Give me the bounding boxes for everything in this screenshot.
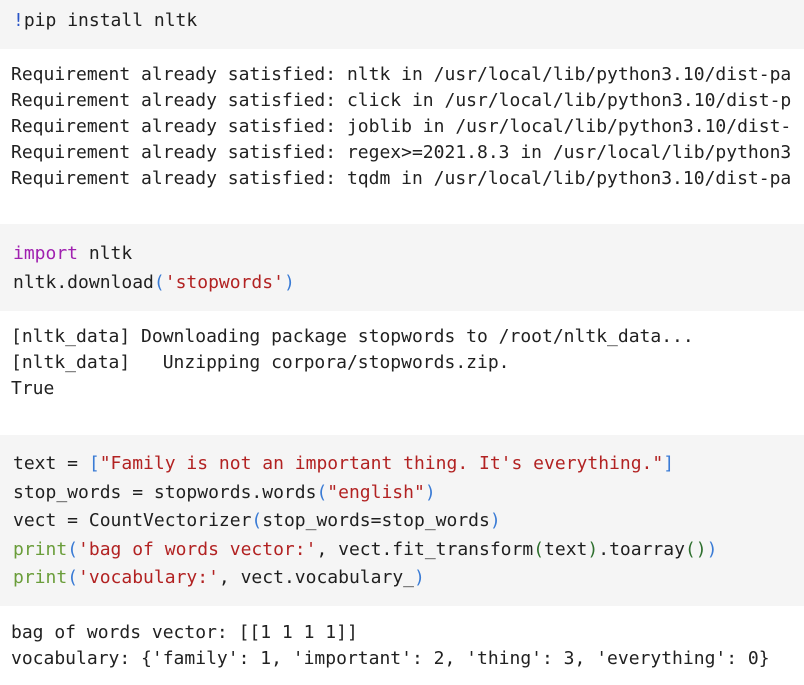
paren: ( xyxy=(153,271,165,293)
string-literal: 'stopwords' xyxy=(164,271,284,293)
code-line: import nltk xyxy=(13,240,804,269)
keyword: import xyxy=(13,243,79,264)
string-literal: "english" xyxy=(327,481,425,503)
output-line: [nltk_data] Unzipping corpora/stopwords.… xyxy=(11,352,510,373)
string-literal: 'vocabulary:' xyxy=(78,567,219,589)
code-cell-2-input[interactable]: import nltk nltk.download('stopwords') xyxy=(0,224,804,311)
paren: ) xyxy=(424,481,436,503)
output-line: True xyxy=(11,378,55,399)
code-cell-3-output: bag of words vector: [[1 1 1 1]] vocabul… xyxy=(0,606,804,685)
string-literal: "Family is not an important thing. It's … xyxy=(99,453,664,474)
code-line: !pip install nltk xyxy=(13,7,804,36)
paren: ( xyxy=(67,567,79,589)
code-text: text = xyxy=(13,453,89,474)
builtin-function: print xyxy=(13,538,68,560)
code-text: , vect.fit_transform xyxy=(316,538,534,560)
output-line: Requirement already satisfied: regex>=20… xyxy=(11,142,792,163)
paren: ( xyxy=(316,481,328,503)
builtin-function: print xyxy=(13,567,68,589)
code-cell-2-output: [nltk_data] Downloading package stopword… xyxy=(0,311,804,435)
code-text: stop_words=stop_words xyxy=(262,510,490,532)
output-line: Requirement already satisfied: click in … xyxy=(11,90,792,111)
output-line: Requirement already satisfied: nltk in /… xyxy=(11,64,792,85)
code-cell-3-input[interactable]: text = ["Family is not an important thin… xyxy=(0,435,804,606)
paren: ( xyxy=(251,510,263,532)
paren: ) xyxy=(587,538,599,560)
code-text: stop_words = stopwords.words xyxy=(13,481,317,503)
paren: ) xyxy=(706,538,718,560)
code-text: .toarray xyxy=(598,538,685,560)
code-text: text xyxy=(544,538,588,560)
output-line: Requirement already satisfied: tqdm in /… xyxy=(11,168,792,189)
paren: ) xyxy=(695,538,707,560)
bracket: [ xyxy=(88,453,100,474)
code-text: , vect.vocabulary_ xyxy=(218,567,414,589)
shell-bang: ! xyxy=(13,10,24,31)
paren: ( xyxy=(684,538,696,560)
code-text: vect = CountVectorizer xyxy=(13,510,252,532)
code-line: vect = CountVectorizer(stop_words=stop_w… xyxy=(13,507,804,536)
bracket: ] xyxy=(663,453,675,474)
paren: ( xyxy=(67,538,79,560)
paren: ) xyxy=(489,510,501,532)
output-line: Requirement already satisfied: joblib in… xyxy=(11,116,792,137)
code-line: text = ["Family is not an important thin… xyxy=(13,450,804,479)
output-line: [nltk_data] Downloading package stopword… xyxy=(11,326,694,347)
code-text: nltk.download xyxy=(13,271,154,293)
paren: ) xyxy=(283,271,295,293)
string-literal: 'bag of words vector:' xyxy=(78,538,317,560)
code-line: print('vocabulary:', vect.vocabulary_) xyxy=(13,564,804,593)
code-cell-1-output: Requirement already satisfied: nltk in /… xyxy=(0,49,804,224)
code-line: stop_words = stopwords.words("english") xyxy=(13,479,804,508)
paren: ) xyxy=(414,567,425,589)
shell-command: pip install nltk xyxy=(23,10,198,31)
output-line: bag of words vector: [[1 1 1 1]] xyxy=(11,622,358,643)
code-line: print('bag of words vector:', vect.fit_t… xyxy=(13,536,804,565)
code-cell-1-input[interactable]: !pip install nltk xyxy=(0,0,804,49)
code-line: nltk.download('stopwords') xyxy=(13,269,804,298)
output-line: vocabulary: {'family': 1, 'important': 2… xyxy=(11,648,770,669)
code-text: nltk xyxy=(78,243,133,264)
paren: ( xyxy=(533,538,545,560)
